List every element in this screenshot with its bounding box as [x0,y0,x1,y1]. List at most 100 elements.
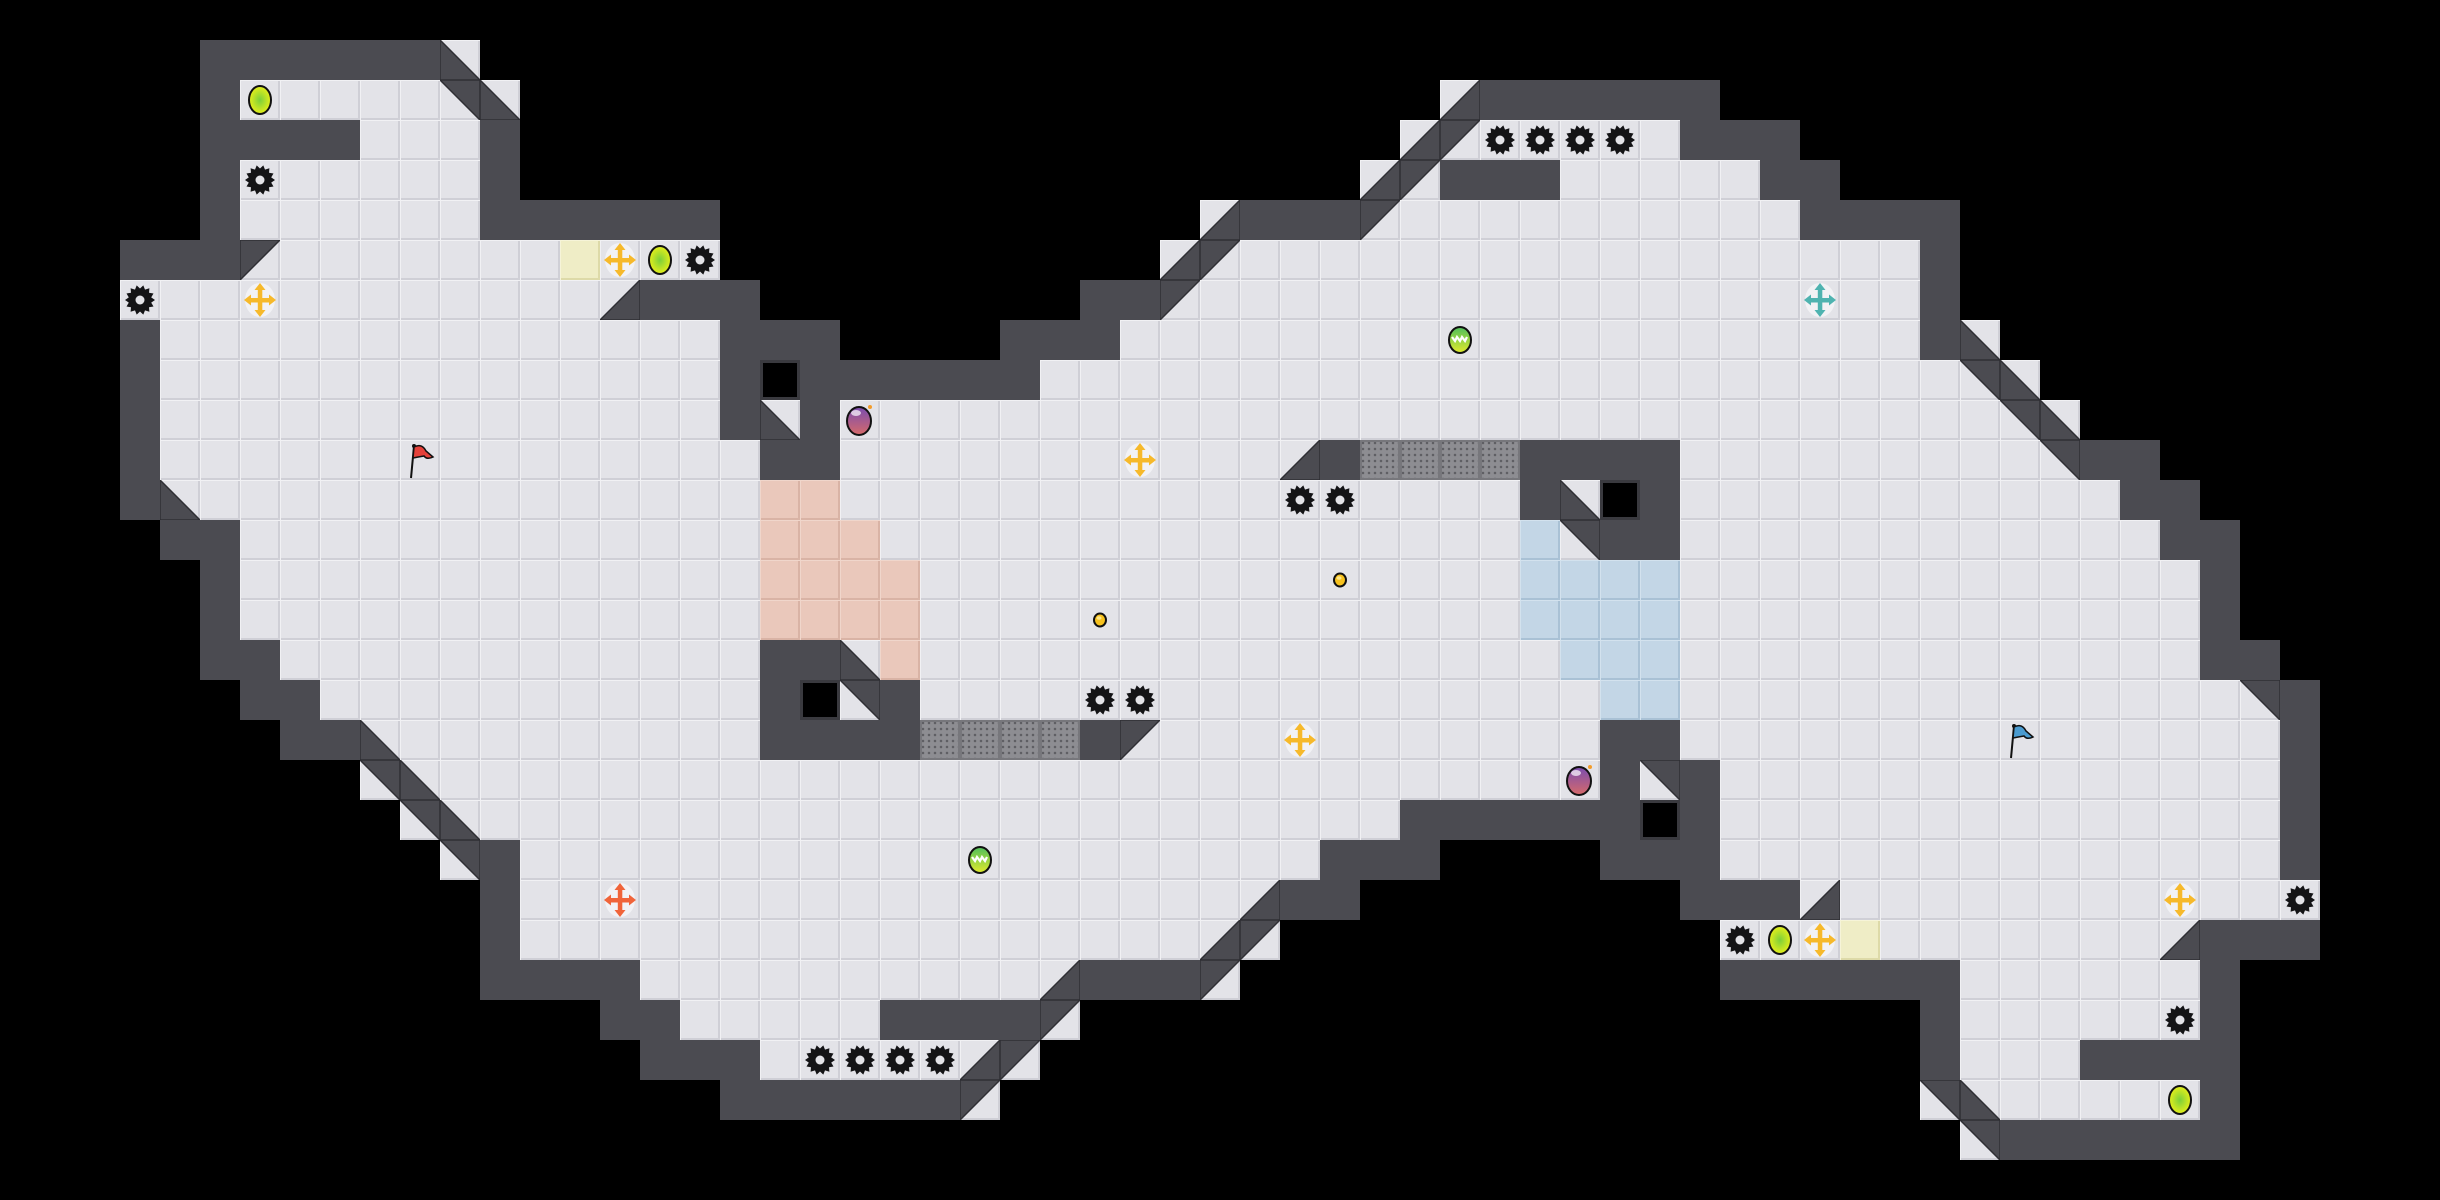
floor-tile [1160,880,1200,920]
floor-tile [2040,800,2080,840]
floor-tile [1800,720,1840,760]
floor-tile [1680,680,1720,720]
floor-tile [1800,520,1840,560]
floor-tile [2040,520,2080,560]
floor-tile [1880,240,1920,280]
floor-tile [1600,160,1640,200]
floor-tile [1720,600,1760,640]
wall-tile [1760,960,1800,1000]
floor-tile [1880,720,1920,760]
floor-tile [560,800,600,840]
floor-tile [2120,520,2160,560]
floor-tile [1280,280,1320,320]
wall-tile [2200,600,2240,640]
gear-icon [2160,1000,2200,1040]
sloped-wall-tile [2240,680,2280,720]
wall-tile [760,1080,800,1120]
floor-tile [880,440,920,480]
floor-tile [880,480,920,520]
red-zone-tile [800,600,840,640]
floor-tile [720,960,760,1000]
wall-tile [2160,480,2200,520]
floor-tile [1080,840,1120,880]
floor-tile [1280,560,1320,600]
floor-tile [1040,640,1080,680]
wall-tile [600,200,640,240]
wall-tile [1000,320,1040,360]
floor-tile [440,480,480,520]
floor-tile [1040,480,1080,520]
floor-tile [1840,680,1880,720]
floor-tile [1400,760,1440,800]
wall-tile [1800,200,1840,240]
wall-tile [280,40,320,80]
wall-tile [1600,440,1640,480]
floor-tile [1520,640,1560,680]
floor-tile [1280,400,1320,440]
floor-tile [800,840,840,880]
floor-tile [1080,800,1120,840]
floor-tile [1480,560,1520,600]
floor-tile [480,600,520,640]
floor-tile [1040,520,1080,560]
sloped-wall-tile [1160,280,1200,320]
floor-tile [240,520,280,560]
floor-tile [320,240,360,280]
floor-tile [2000,1000,2040,1040]
floor-tile [560,320,600,360]
wall-tile [1560,440,1600,480]
floor-tile [680,440,720,480]
floor-tile [2040,680,2080,720]
green-orb-icon [2160,1080,2200,1120]
floor-tile [1840,840,1880,880]
floor-tile [2120,640,2160,680]
floor-tile [1520,320,1560,360]
floor-tile [1160,480,1200,520]
sloped-wall-tile [2000,360,2040,400]
red-zone-tile [760,520,800,560]
gear-icon [1320,480,1360,520]
blue-zone-tile [1520,520,1560,560]
floor-tile [1960,560,2000,600]
wall-tile [280,720,320,760]
floor-tile [1320,600,1360,640]
wall-tile [1600,80,1640,120]
sloped-wall-tile [480,80,520,120]
move-cross-icon [1800,280,1840,320]
wall-tile [760,320,800,360]
sloped-wall-tile [240,240,280,280]
wall-tile [1360,840,1400,880]
floor-tile [1520,360,1560,400]
wall-tile [760,440,800,480]
floor-tile [1520,240,1560,280]
floor-tile [600,800,640,840]
floor-tile [1320,280,1360,320]
floor-tile [240,400,280,440]
floor-tile [480,720,520,760]
floor-tile [360,640,400,680]
floor-tile [680,520,720,560]
wall-tile [1520,80,1560,120]
floor-tile [680,560,720,600]
gear-icon [800,1040,840,1080]
floor-tile [560,840,600,880]
floor-tile [1200,840,1240,880]
floor-tile [1680,400,1720,440]
floor-tile [1720,480,1760,520]
floor-tile [1520,760,1560,800]
floor-tile [1680,440,1720,480]
floor-tile [1320,760,1360,800]
floor-tile [2160,600,2200,640]
red-zone-tile [800,560,840,600]
wall-tile [640,1000,680,1040]
floor-tile [1520,680,1560,720]
floor-tile [520,880,560,920]
floor-tile [1480,720,1520,760]
wall-tile [1800,160,1840,200]
floor-tile [1640,400,1680,440]
floor-tile [880,520,920,560]
floor-tile [1960,680,2000,720]
floor-tile [600,920,640,960]
floor-tile [1840,480,1880,520]
wall-tile [2240,640,2280,680]
